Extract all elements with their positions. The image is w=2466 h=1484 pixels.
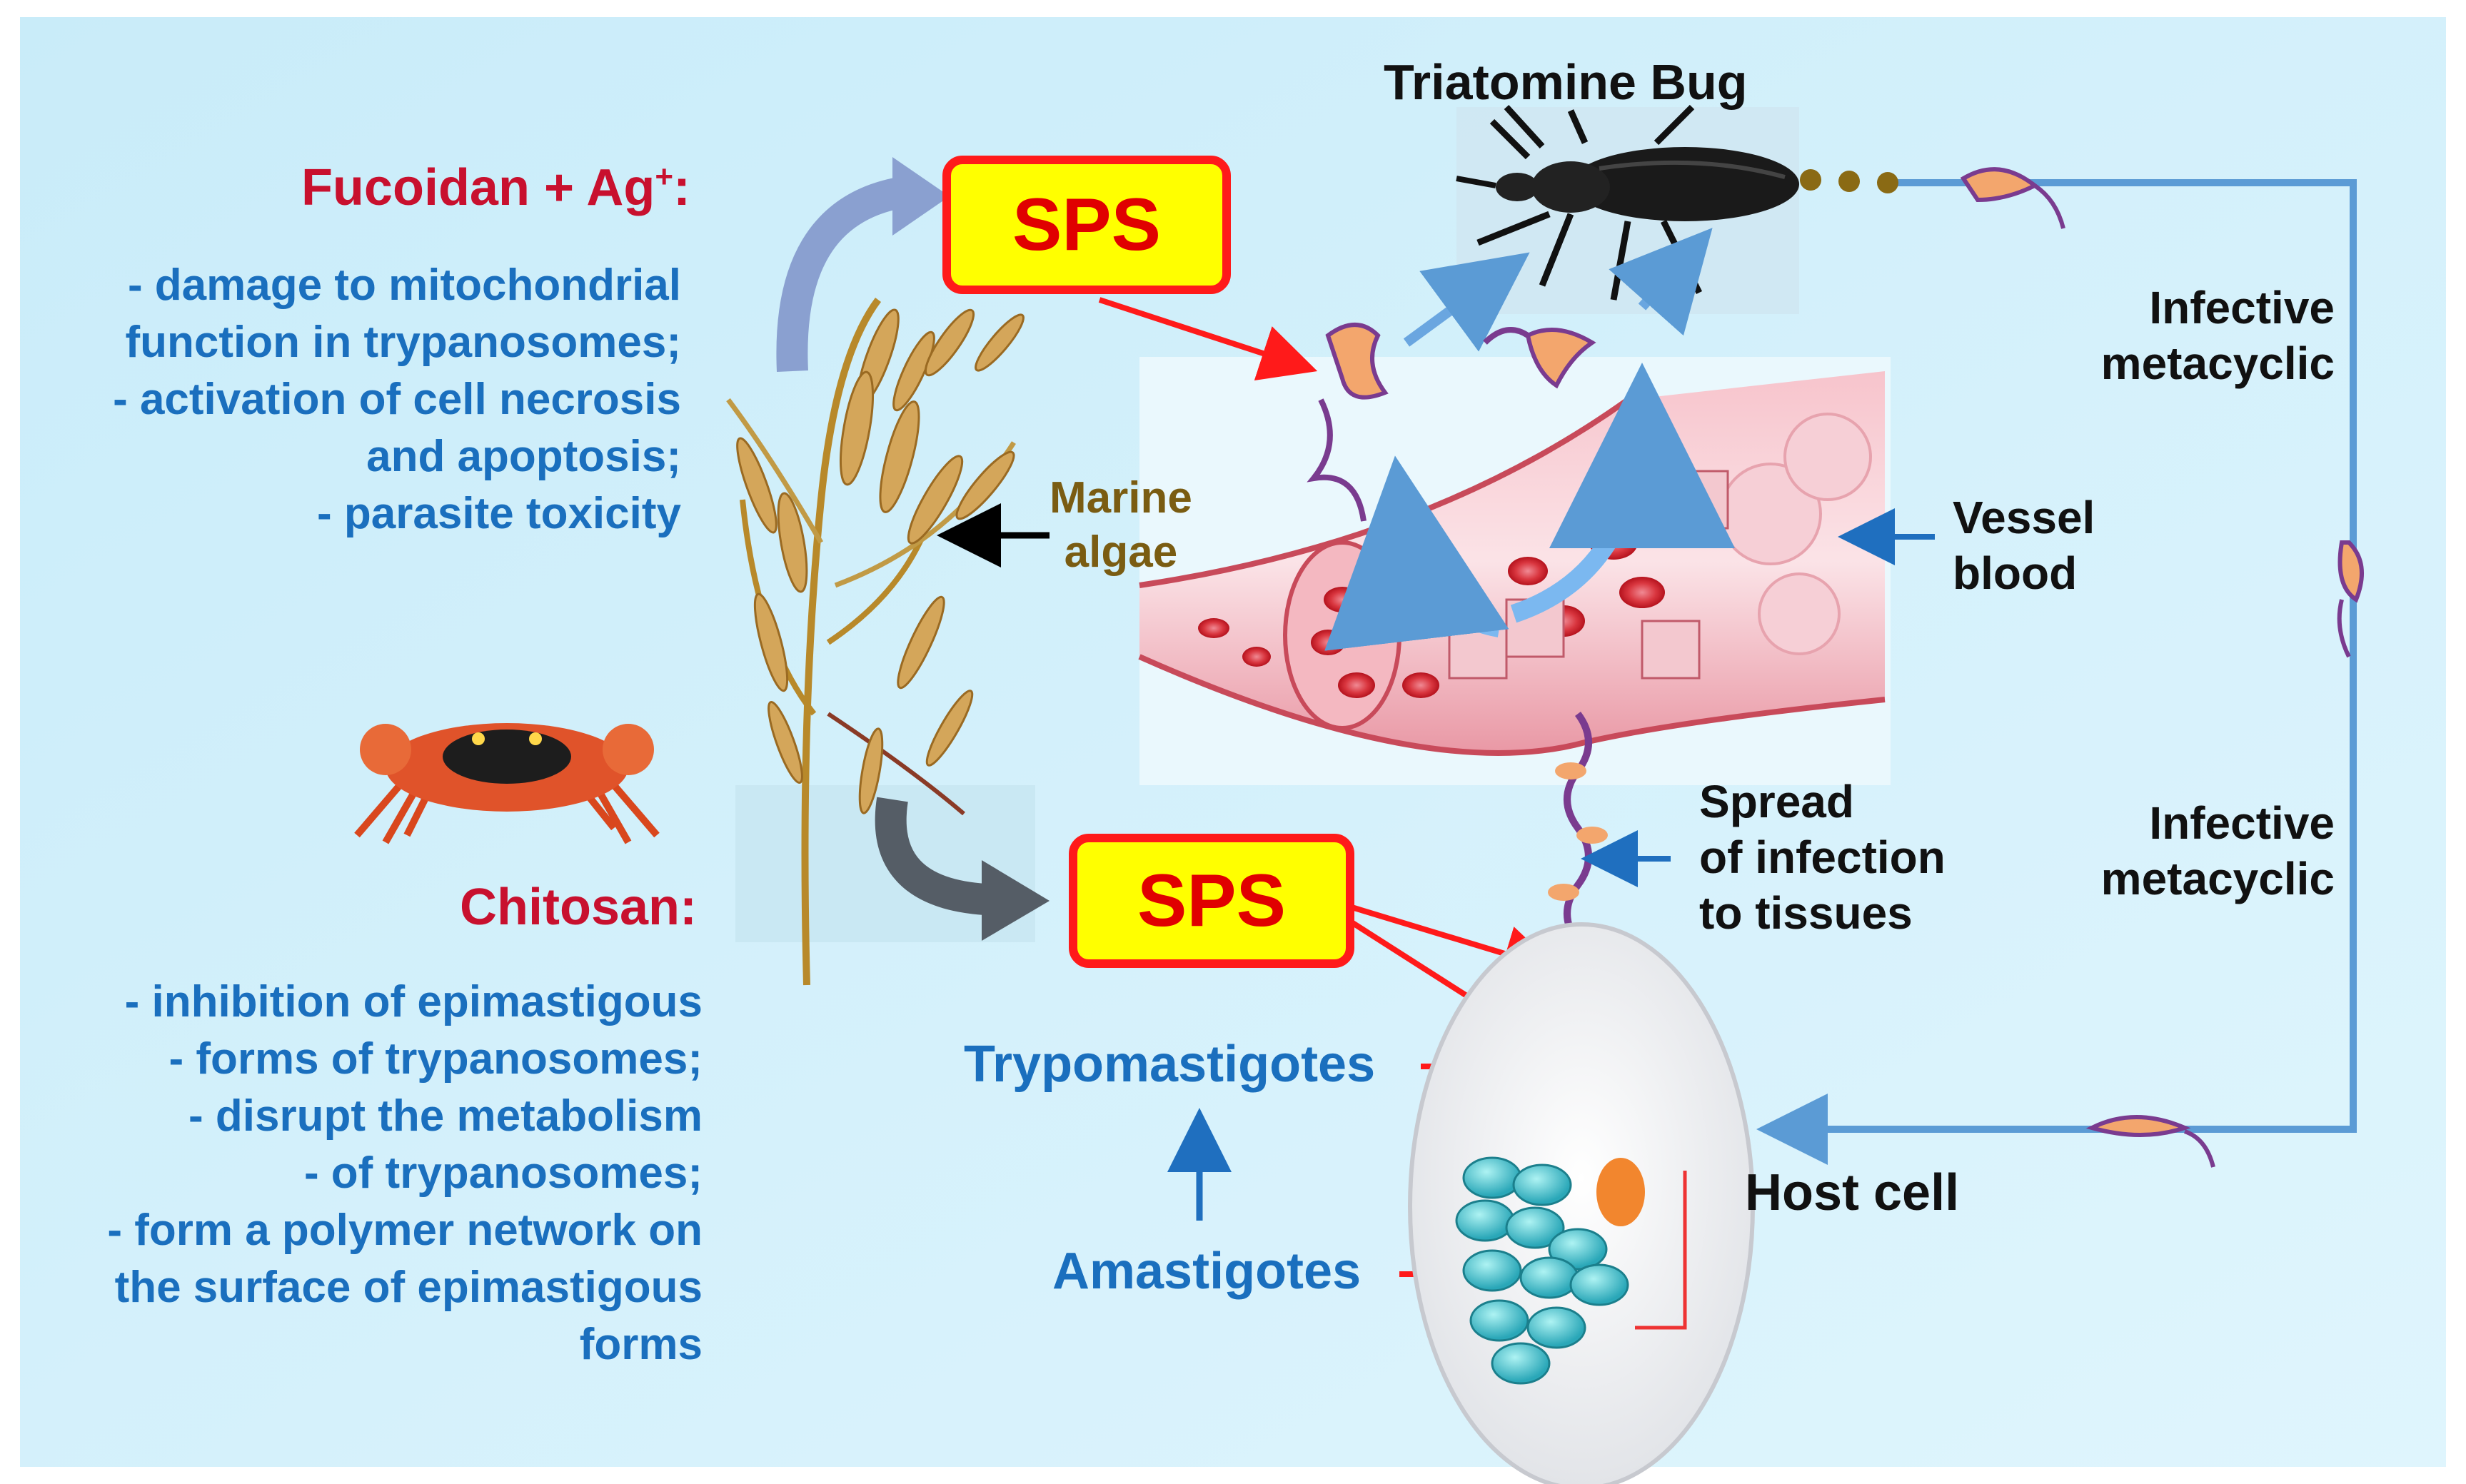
fucoidan-effect-1: - damage to mitochondrial <box>127 261 681 310</box>
sps-bottom-label: SPS <box>1137 859 1287 942</box>
trypomastigotes-label: Trypomastigotes <box>964 1036 1376 1093</box>
amastigotes-label: Amastigotes <box>1052 1243 1362 1300</box>
curved-arrow-right <box>1510 363 1735 623</box>
curved-arrow-bottom-head <box>982 860 1050 941</box>
vessel-blood-line-2: blood <box>1953 547 2078 599</box>
chitosan-effect-4: - of trypanosomes; <box>303 1149 703 1198</box>
arrow-to-bug-1 <box>1403 252 1530 352</box>
lifecycle-line <box>1756 179 2357 1165</box>
crab-icon <box>354 723 660 844</box>
chitosan-effect-5: - form a polymer network on <box>107 1206 703 1255</box>
sps-top-arrow <box>1098 297 1318 381</box>
chitosan-effect-2: - forms of trypanosomes; <box>168 1034 703 1084</box>
infective-bottom-line-1: Infective <box>2149 797 2335 849</box>
infective-top-line-2: metacyclic <box>2100 338 2335 389</box>
bug-dots <box>1800 169 1898 193</box>
infective-top-line-1: Infective <box>2149 282 2335 333</box>
curved-arrow-bottom <box>875 797 987 915</box>
fucoidan-effect-5: - parasite toxicity <box>317 489 681 538</box>
chitosan-effects: - inhibition of epimastigous - forms of … <box>107 974 703 1373</box>
spread-line-1: Spread <box>1699 776 1854 827</box>
infective-metacyclic-top: Infective metacyclic <box>2101 280 2335 391</box>
chitosan-title: Chitosan: <box>460 879 697 936</box>
curved-arrow-top <box>776 177 903 372</box>
infective-metacyclic-bottom: Infective metacyclic <box>2101 795 2335 907</box>
fucoidan-effects: - damage to mitochondrial function in tr… <box>113 257 681 542</box>
sps-box-top: SPS <box>942 156 1231 294</box>
triatomine-bug-label: Triatomine Bug <box>1384 54 1748 110</box>
spread-of-infection-label: Spread of infection to tissues <box>1699 774 1946 941</box>
blood-vessel <box>1138 357 1891 785</box>
marine-algae-label: Marine algae <box>1050 471 1192 580</box>
chitosan-effect-3: - disrupt the metabolism <box>188 1091 703 1141</box>
chitosan-effect-7: forms <box>579 1320 703 1369</box>
chitosan-effect-1: - inhibition of epimastigous <box>124 977 703 1026</box>
curved-arrow-left <box>1324 455 1509 651</box>
fucoidan-effect-2: function in trypanosomes; <box>125 318 681 367</box>
sps-box-bottom: SPS <box>1069 834 1354 968</box>
curved-arrow-top-head <box>892 157 950 236</box>
infective-bottom-line-2: metacyclic <box>2100 853 2335 904</box>
vessel-blood-label: Vessel blood <box>1953 490 2095 601</box>
triatomine-bug-icon <box>1456 104 1799 314</box>
fucoidan-effect-4: and apoptosis; <box>366 432 681 481</box>
host-cell <box>1408 922 1755 1484</box>
spread-line-2: of infection <box>1699 832 1946 883</box>
arrow-to-bug-2 <box>1609 228 1713 336</box>
sps-top-label: SPS <box>1012 183 1162 266</box>
fucoidan-title: Fucoidan + Ag+: <box>301 159 690 216</box>
marine-algae-line-1: Marine <box>1050 473 1192 523</box>
fucoidan-effect-3: - activation of cell necrosis <box>113 375 681 424</box>
host-cell-label: Host cell <box>1745 1164 1960 1221</box>
spread-line-3: to tissues <box>1699 887 1913 939</box>
chitosan-effect-6: the surface of epimastigous <box>114 1263 703 1312</box>
marine-algae-line-2: algae <box>1064 528 1178 577</box>
vessel-blood-line-1: Vessel <box>1953 492 2095 543</box>
